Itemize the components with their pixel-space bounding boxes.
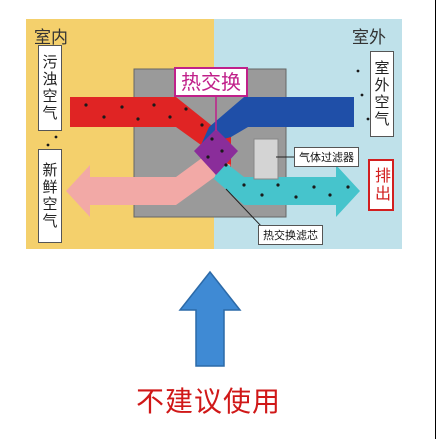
dirty-air-arrow bbox=[70, 97, 231, 169]
heat-exchange-label: 热交换 bbox=[174, 67, 248, 97]
core-leader-line bbox=[225, 188, 263, 228]
core-label: 热交换滤芯 bbox=[258, 225, 323, 245]
exhaust-arrow bbox=[214, 159, 360, 217]
dirty-air-label: 污浊空气 bbox=[38, 45, 62, 131]
diagram: 室内 室外 污浊空气 新鲜空气 室外空气 排出 热交换 气体过滤器 热交换滤芯 bbox=[26, 19, 402, 249]
gas-filter-label: 气体过滤器 bbox=[294, 147, 359, 167]
exchange-core-center bbox=[194, 129, 238, 175]
fresh-air-arrow bbox=[66, 155, 231, 217]
up-arrow-icon bbox=[178, 270, 242, 367]
fresh-air-label: 新鲜空气 bbox=[38, 149, 62, 243]
exhaust-label: 排出 bbox=[368, 159, 394, 211]
outdoor-air-label: 室外空气 bbox=[370, 51, 394, 137]
not-recommended-caption: 不建议使用 bbox=[136, 385, 282, 418]
outdoor-title: 室外 bbox=[352, 28, 386, 48]
indoor-title: 室内 bbox=[34, 28, 68, 48]
gas-filter-block bbox=[253, 138, 279, 180]
airflow-diagram bbox=[46, 68, 370, 228]
outdoor-air-arrow bbox=[201, 97, 354, 145]
